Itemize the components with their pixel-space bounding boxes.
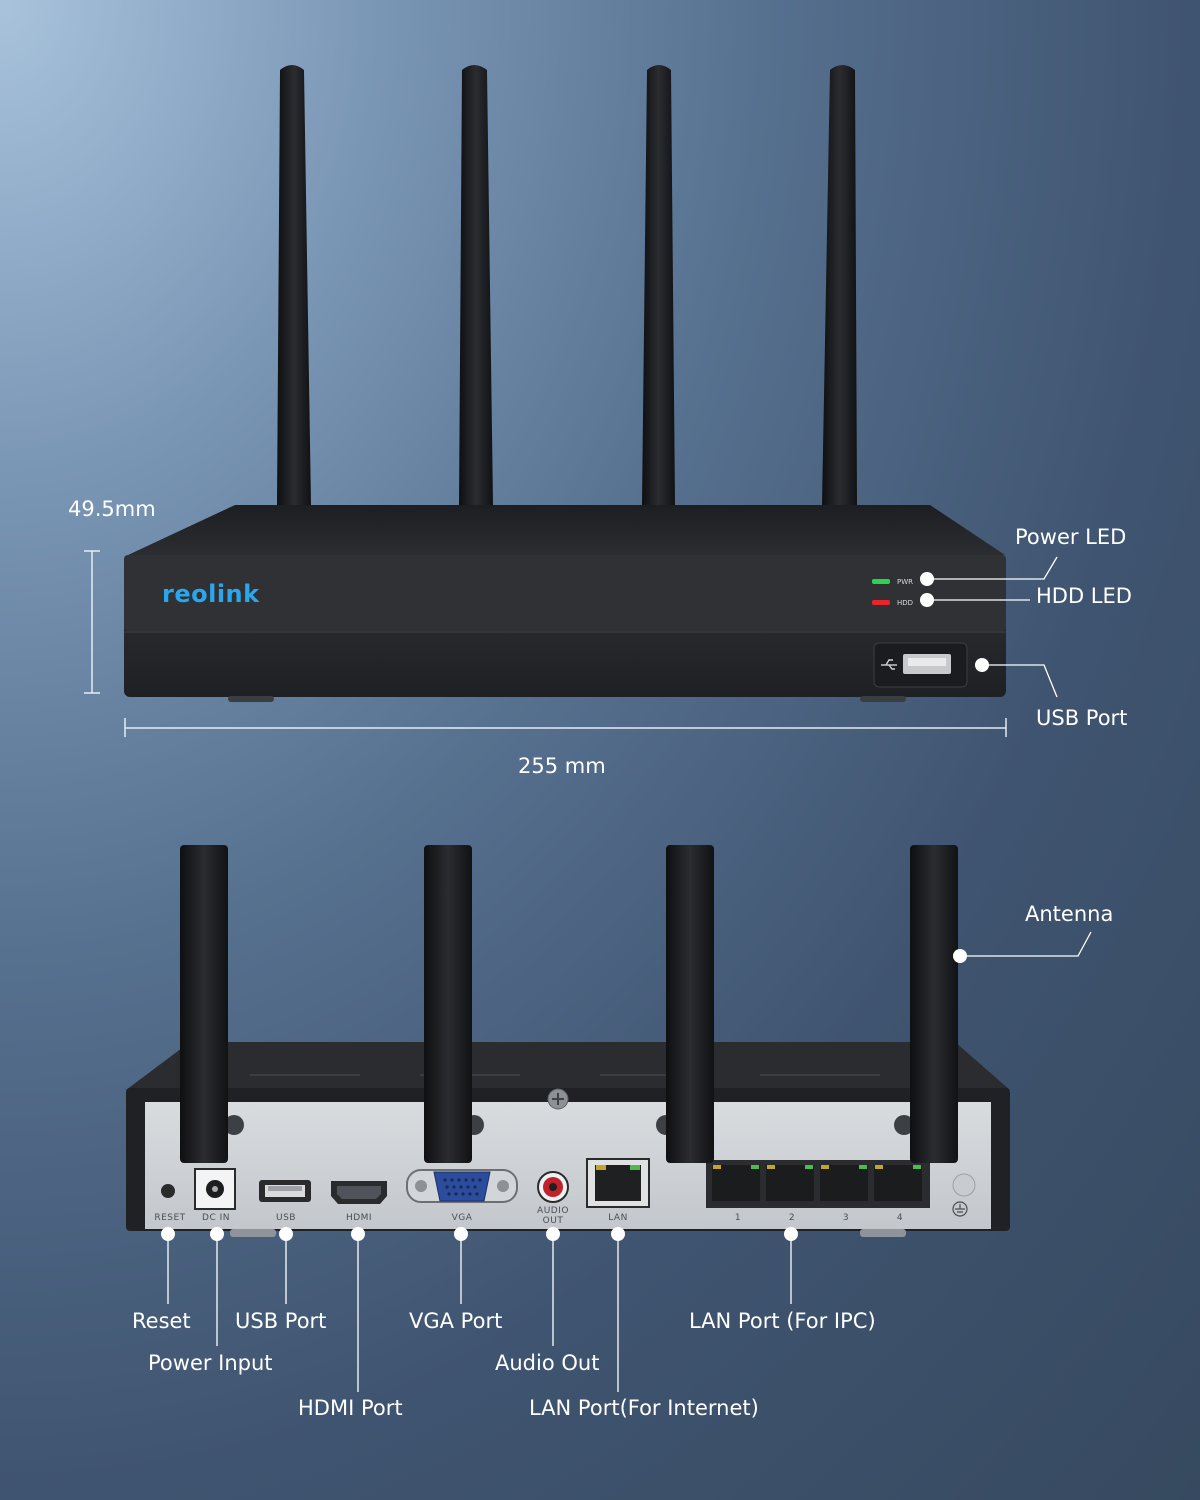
antenna-label: Antenna xyxy=(1025,902,1114,926)
usb-port-text: USB xyxy=(276,1213,296,1223)
vga-dot xyxy=(454,1227,468,1241)
dc-in-dot xyxy=(210,1227,224,1241)
reset-dot xyxy=(161,1227,175,1241)
lan-internet-label: LAN Port(For Internet) xyxy=(529,1396,759,1420)
width-dimension-line xyxy=(124,718,1007,737)
vga-port xyxy=(406,1169,518,1203)
lan-internet-dot xyxy=(611,1227,625,1241)
front-usb-port-label: USB Port xyxy=(1036,706,1128,730)
dc-in-port-text: DC IN xyxy=(202,1213,230,1223)
reset-label: Reset xyxy=(132,1309,191,1333)
lan-port-number: 3 xyxy=(842,1213,850,1223)
hdd-led-dot xyxy=(920,593,934,607)
antenna-dot xyxy=(953,949,967,963)
reset-button[interactable] xyxy=(161,1184,175,1198)
lan-port-number: 1 xyxy=(734,1213,742,1223)
reset-port-text: RESET xyxy=(154,1213,186,1223)
lan-port-number: 4 xyxy=(896,1213,904,1223)
lan-internet-port xyxy=(586,1158,650,1208)
front-callouts xyxy=(927,556,1058,698)
power-led-light xyxy=(872,579,890,584)
lan-ipc-ports xyxy=(706,1160,930,1208)
front-antennas xyxy=(277,65,857,505)
lan-ipc-dot xyxy=(784,1227,798,1241)
audio-out-port xyxy=(537,1171,569,1203)
power-input-label: Power Input xyxy=(148,1351,273,1375)
audio-port-text: AUDIO xyxy=(537,1206,569,1216)
rear-callouts xyxy=(167,931,1092,1392)
hdd-led-light xyxy=(872,600,890,605)
front-usb-dot xyxy=(975,658,989,672)
width-dimension-label: 255 mm xyxy=(518,754,606,778)
hdmi-port-label: HDMI Port xyxy=(298,1396,403,1420)
hdmi-port-text: HDMI xyxy=(345,1213,373,1223)
vga-port-label: VGA Port xyxy=(409,1309,503,1333)
out-port-text: OUT xyxy=(542,1216,564,1226)
height-dimension-label: 49.5mm xyxy=(68,497,156,521)
ground-icon xyxy=(952,1201,968,1217)
pwr-text: PWR xyxy=(897,578,914,586)
audio-out-label: Audio Out xyxy=(495,1351,600,1375)
audio-dot xyxy=(546,1227,560,1241)
rear-usb-dot xyxy=(279,1227,293,1241)
hdmi-dot xyxy=(351,1227,365,1241)
power-led-dot xyxy=(920,572,934,586)
lan-ipc-label: LAN Port (For IPC) xyxy=(689,1309,876,1333)
rear-antennas xyxy=(180,845,958,1163)
usb-symbol-icon xyxy=(881,659,897,670)
lan-port-number: 2 xyxy=(788,1213,796,1223)
hdd-text: HDD xyxy=(897,599,914,607)
height-dimension-line xyxy=(84,550,100,694)
brand-logo: reolink xyxy=(162,580,260,608)
rear-usb-port-label: USB Port xyxy=(235,1309,327,1333)
hdd-led-label: HDD LED xyxy=(1036,584,1132,608)
vga-port-text: VGA xyxy=(451,1213,473,1223)
power-led-label: Power LED xyxy=(1015,525,1127,549)
lan-port-text: LAN xyxy=(608,1213,628,1223)
